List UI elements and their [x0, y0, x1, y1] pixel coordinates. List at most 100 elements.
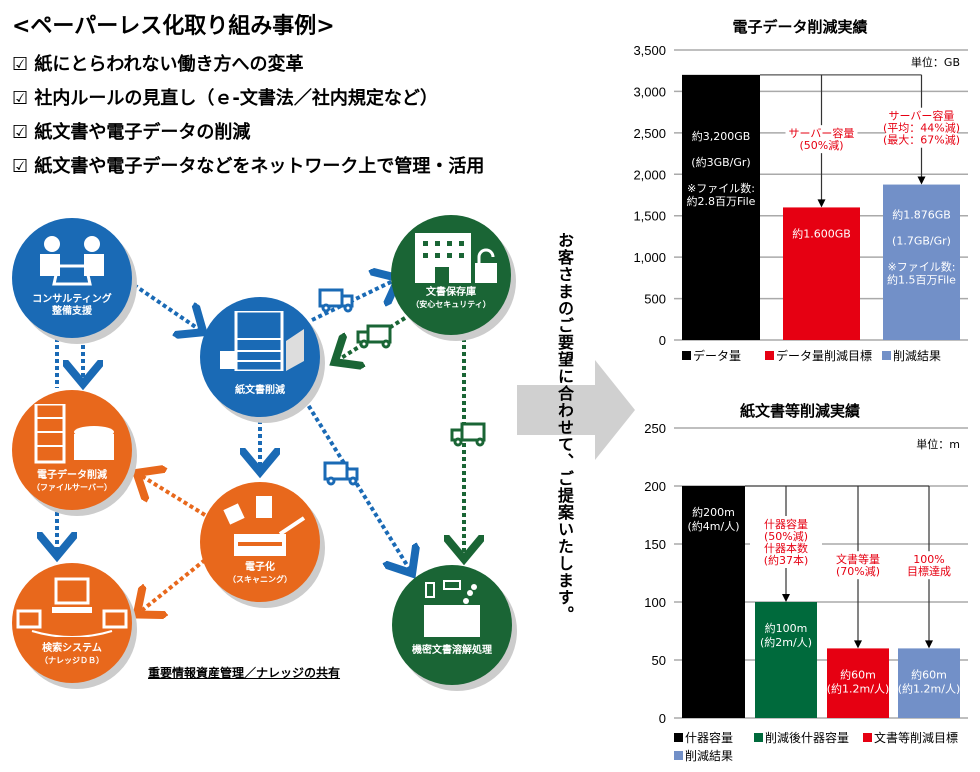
diagram-caption: 重要情報資産管理／ナレッジの共有	[148, 666, 341, 680]
bar-3	[898, 648, 960, 718]
legend-swatch	[682, 351, 691, 360]
bar-2	[827, 648, 889, 718]
bar-label: 約200m	[692, 505, 735, 519]
y-tick-label: 100	[644, 595, 666, 610]
node-storage: 文書保存庫 （安心セキュリティ）	[391, 215, 511, 335]
proposal-arrow	[517, 360, 635, 460]
node-edata: 電子データ削減 （ファイルサーバー）	[12, 390, 132, 510]
bar-label: 約1.5百万File	[887, 273, 956, 287]
truck-icon	[318, 288, 354, 313]
bar-label: 約1.876GB	[892, 208, 951, 222]
bar-label: 約60m	[840, 667, 876, 681]
truck-icon	[356, 324, 392, 349]
computers-icon	[16, 577, 128, 637]
annotation-arrowhead	[917, 176, 926, 185]
charts: 05001,0001,5002,0002,5003,0003,500単位：GB約…	[633, 43, 968, 763]
checklist-item: ☑ 紙にとらわれない働き方への変革	[12, 54, 304, 75]
node-title: コンサルティング	[32, 294, 112, 305]
annotation-arrowhead	[782, 594, 790, 602]
bar-label: 約1.600GB	[792, 226, 851, 240]
node-title: 電子化	[245, 562, 275, 573]
cabinet-icon	[220, 311, 304, 371]
node-title: 機密文書溶解処理	[412, 645, 492, 656]
bar-label: (1.7GB/Gr)	[892, 235, 951, 248]
legend-swatch	[754, 733, 763, 742]
bar-label: (約2m/人)	[760, 635, 812, 649]
annotation-background	[885, 107, 958, 148]
bar-label: 約3,200GB	[692, 129, 751, 143]
annotation-text: (平均：44%減)	[883, 121, 960, 135]
legend-swatch	[765, 351, 774, 360]
node-subtitle: 整備支援	[52, 306, 92, 317]
page-heading: <ペーパーレス化取り組み事例>	[12, 14, 335, 39]
server-icon	[34, 404, 114, 464]
bar-label: (約1.2m/人)	[827, 681, 890, 695]
y-tick-label: 150	[644, 537, 666, 552]
node-subtitle: （安心セキュリティ）	[411, 300, 491, 309]
node-scanning: 電子化 （スキャニング）	[200, 482, 320, 602]
y-tick-label: 1,000	[633, 250, 666, 265]
node-subtitle: （スキャニング）	[228, 575, 292, 584]
node-title: 文書保存庫	[426, 287, 476, 298]
bar-0	[682, 74, 760, 340]
node-title: 電子データ削減	[37, 470, 107, 481]
annotation-arrowhead	[925, 640, 933, 649]
annotation-text: (最大：67%減)	[883, 133, 960, 147]
node-search: 検索システム （ナレッジＤＢ）	[12, 563, 132, 683]
annotation-background	[893, 551, 965, 580]
diagram-connectors	[0, 0, 635, 772]
node-title: 紙文書削減	[235, 385, 285, 396]
legend-label: データ量削減目標	[776, 348, 872, 363]
annotation-text: (50%減)	[799, 138, 843, 152]
truck-icon	[323, 461, 359, 486]
checklist-item: ☑ 紙文書や電子データなどをネットワーク上で管理・活用	[12, 156, 485, 177]
node-paper-reduction: 紙文書削減	[200, 297, 320, 417]
truck-icon	[450, 422, 486, 447]
bar-label: (約3GB/Gr)	[691, 155, 750, 169]
unit-label: 単位：GB	[911, 55, 960, 69]
bar-2	[883, 184, 960, 340]
bar-label: ※ファイル数:	[687, 182, 755, 195]
node-consulting: コンサルティング整備支援	[12, 218, 132, 338]
y-tick-label: 0	[659, 333, 666, 348]
annotation-arrowhead	[854, 640, 862, 649]
node-subtitle: （ナレッジＤＢ）	[40, 656, 104, 665]
bar-label: (約4m/人)	[687, 519, 739, 533]
building-lock-icon	[415, 233, 497, 283]
y-tick-label: 0	[659, 711, 666, 726]
legend-label: 削減結果	[893, 348, 941, 363]
node-title: 検索システム	[42, 643, 102, 654]
y-tick-label: 3,500	[633, 43, 666, 58]
legend-swatch	[674, 733, 683, 742]
y-tick-label: 2,500	[633, 126, 666, 141]
bar-1	[755, 602, 817, 718]
checklist-item: ☑ 紙文書や電子データの削減	[12, 122, 251, 143]
y-tick-label: 1,500	[633, 209, 666, 224]
annotation-text: サーバー容量	[789, 126, 855, 140]
annotation-text: (70%減)	[836, 564, 880, 578]
chart-title: 紙文書等削減実績	[739, 402, 860, 420]
bar-label: (約1.2m/人)	[898, 681, 961, 695]
unit-label: 単位：m	[916, 437, 960, 451]
annotation-text: (50%減)	[764, 529, 808, 543]
checklist-item: ☑ 社内ルールの見直し（ｅ-文書法／社内規定など）	[12, 88, 438, 109]
bar-label: ※ファイル数:	[888, 261, 956, 274]
bar-label: 約2.8百万File	[687, 194, 756, 208]
annotation-text: 文書等量	[836, 552, 880, 566]
legend-swatch	[674, 751, 683, 760]
chart-title: 電子データ削減実績	[732, 18, 868, 36]
legend-swatch	[863, 733, 872, 742]
node-subtitle: （ファイルサーバー）	[32, 483, 112, 492]
legend-swatch	[882, 351, 891, 360]
y-tick-label: 2,000	[633, 167, 666, 182]
annotation-text: サーバー容量	[889, 109, 955, 123]
annotation-text: 什器本数	[764, 541, 808, 555]
proposal-text: お客さまのご要望に合わせて、ご提案いたします。	[555, 232, 574, 623]
bar-0	[682, 486, 745, 718]
annotation-text: 什器容量	[764, 517, 808, 531]
annotation-text: (約37本)	[764, 553, 809, 567]
bar-label: 約100m	[765, 621, 808, 635]
annotation-text: 目標達成	[907, 564, 951, 578]
scanner-icon	[223, 496, 306, 556]
annotation-background	[822, 551, 894, 580]
